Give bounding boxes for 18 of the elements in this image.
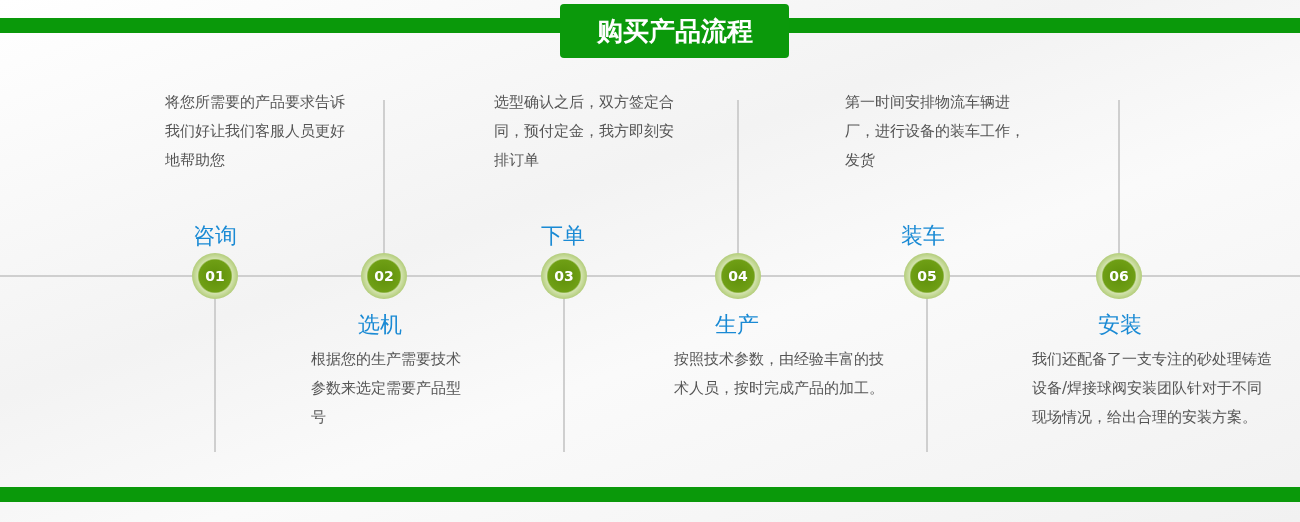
- timeline-line: [949, 275, 1097, 277]
- step-heading: 下单: [541, 222, 585, 250]
- timeline-line: [237, 275, 362, 277]
- timeline-line: [406, 275, 542, 277]
- step-heading: 咨询: [193, 222, 237, 250]
- step-heading: 生产: [715, 311, 759, 339]
- step-description: 将您所需要的产品要求告诉我们好让我们客服人员更好地帮助您: [165, 92, 346, 171]
- step-description: 按照技术参数，由经验丰富的技术人员，按时完成产品的加工。: [674, 349, 885, 399]
- step-heading: 选机: [358, 311, 402, 339]
- title-banner: 购买产品流程: [560, 4, 789, 58]
- step-description: 我们还配备了一支专注的砂处理铸造设备/焊接球阀安装团队针对于不同现场情况，给出合理的安装方案。: [1032, 349, 1273, 428]
- step-heading: 装车: [901, 222, 945, 250]
- step-description: 根据您的生产需要技术参数来选定需要产品型号: [311, 349, 461, 428]
- step-heading: 安装: [1098, 311, 1142, 339]
- step-description: 选型确认之后，双方签定合同，预付定金，我方即刻安排订单: [494, 92, 675, 171]
- timeline-line: [586, 275, 716, 277]
- step-description: 第一时间安排物流车辆进厂，进行设备的装车工作，发货: [845, 92, 1025, 171]
- timeline-line: [760, 275, 905, 277]
